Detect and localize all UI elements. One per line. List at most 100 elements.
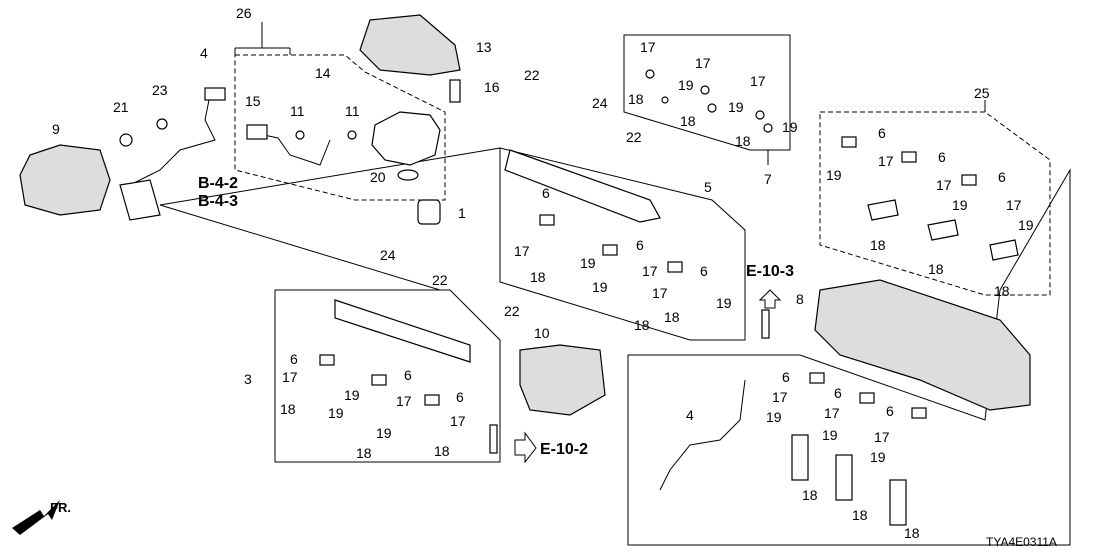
part-16-bolt (449, 79, 461, 103)
callout: 6 (290, 351, 298, 367)
callout: 18 (870, 237, 886, 253)
clip-6 (911, 407, 927, 419)
part-1-cap (417, 199, 441, 225)
seal-17 (645, 69, 655, 79)
callout: 4 (200, 45, 208, 61)
frame-link (159, 147, 501, 291)
callout: 17 (450, 413, 466, 429)
callout: 13 (476, 39, 492, 55)
callout: 4 (686, 407, 694, 423)
callout: 18 (280, 401, 296, 417)
part-9-cover (19, 144, 111, 216)
clip-6 (809, 372, 825, 384)
part-20-oring (397, 169, 419, 181)
callout: 22 (504, 303, 520, 319)
part-injector-2 (835, 454, 853, 501)
callout: 18 (904, 525, 920, 541)
ref-label[interactable]: E-10-2 (540, 441, 588, 458)
callout-group: 26 4 21 23 9 15 14 11 11 13 16 20 1 24 2… (50, 5, 1057, 549)
front-arrow-icon (12, 500, 60, 535)
seal-19 (763, 123, 773, 133)
part-11-seal-b (347, 130, 357, 140)
callout: 17 (642, 263, 658, 279)
part-14-pump (371, 111, 441, 166)
callout: 6 (456, 389, 464, 405)
part-25-injector-b (927, 219, 959, 241)
callout: 18 (852, 507, 868, 523)
callout: 8 (796, 291, 804, 307)
outline-group (159, 22, 1071, 546)
callout: 17 (396, 393, 412, 409)
seal-17 (755, 110, 765, 120)
diagram-code: TYA4E0311A (986, 535, 1057, 549)
callout: 17 (750, 73, 766, 89)
callout: 26 (236, 5, 252, 21)
callout: 18 (530, 269, 546, 285)
callout: 19 (1018, 217, 1034, 233)
callout: 18 (994, 283, 1010, 299)
part-15-fitting (246, 124, 268, 140)
callout: 24 (380, 247, 396, 263)
callout: 19 (580, 255, 596, 271)
callout: 6 (998, 169, 1006, 185)
callout: 6 (404, 367, 412, 383)
callout: 19 (766, 409, 782, 425)
callout: 19 (328, 405, 344, 421)
part-13-cover (359, 14, 461, 76)
clip-6 (424, 394, 440, 406)
arrow-right-e102 (514, 431, 537, 464)
callout: 17 (878, 153, 894, 169)
callout: 17 (772, 389, 788, 405)
callout: 19 (870, 449, 886, 465)
callout: 22 (524, 67, 540, 83)
callout: 6 (878, 125, 886, 141)
callout: 6 (886, 403, 894, 419)
callout: 19 (716, 295, 732, 311)
part-5-rail (504, 149, 661, 223)
part-3-rail (334, 299, 471, 363)
callout: 10 (534, 325, 550, 341)
front-label: FR. (50, 500, 71, 515)
callout: 11 (345, 103, 360, 119)
clip-6 (841, 136, 857, 148)
part-injector-1 (791, 434, 809, 481)
callout: 6 (636, 237, 644, 253)
callout: 18 (735, 133, 751, 149)
callout: 17 (936, 177, 952, 193)
outline-7 (623, 34, 791, 151)
outline-lower-right (627, 168, 1071, 546)
outline-3 (274, 289, 501, 463)
callout: 14 (315, 65, 331, 81)
callout: 18 (634, 317, 650, 333)
callout: 6 (834, 385, 842, 401)
parts-group (19, 14, 1031, 526)
callout: 19 (344, 387, 360, 403)
ref-label[interactable]: B-4-2 (198, 175, 238, 192)
ref-label[interactable]: B-4-3 (198, 193, 238, 210)
callout: 7 (764, 171, 772, 187)
callout: 19 (782, 119, 798, 135)
callout: 15 (245, 93, 261, 109)
callout: 1 (458, 205, 466, 221)
clip-6 (371, 374, 387, 386)
seal-17 (700, 85, 710, 95)
part-stud-e102 (489, 424, 498, 454)
callout: 18 (628, 91, 644, 107)
part-15-pipe (249, 131, 331, 166)
callout: 23 (152, 82, 168, 98)
callout: 16 (484, 79, 500, 95)
ref-label[interactable]: E-10-3 (746, 263, 794, 280)
small-parts-group (319, 69, 977, 419)
outline-5 (499, 147, 746, 341)
seal-19 (707, 103, 717, 113)
part-23-bolt (156, 118, 168, 130)
callout: 19 (376, 425, 392, 441)
callout: 25 (974, 85, 990, 101)
outline-26 (234, 54, 446, 201)
callout: 6 (782, 369, 790, 385)
callout: 18 (664, 309, 680, 325)
arrow-up-e103 (758, 289, 782, 309)
callout: 17 (824, 405, 840, 421)
